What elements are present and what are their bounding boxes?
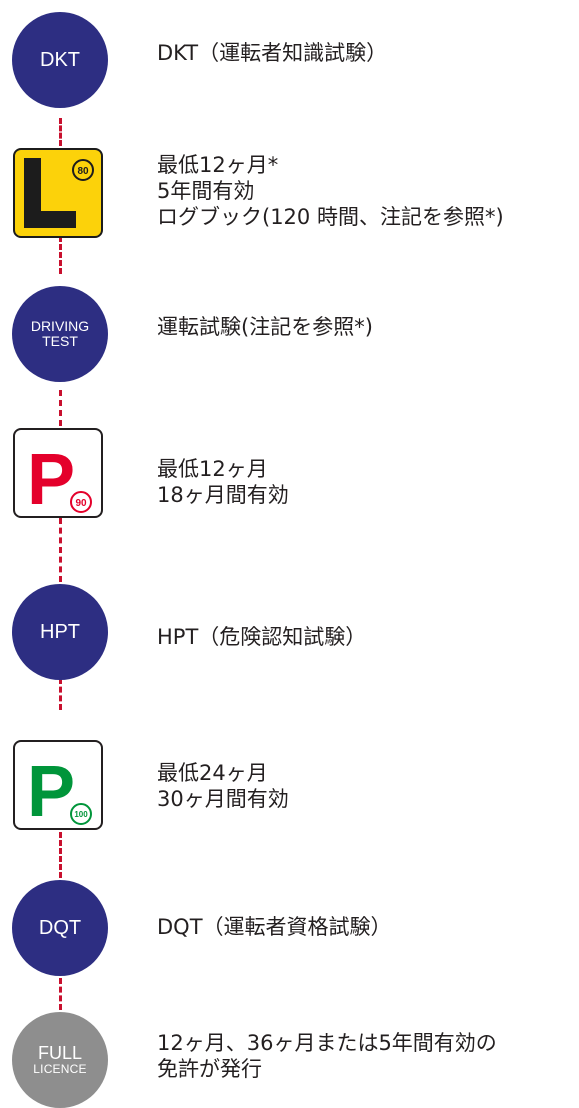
red-p-line-1: 最低12ヶ月: [157, 457, 268, 481]
red-p-plate: P 90: [13, 428, 103, 518]
connector-5: [59, 678, 62, 710]
driving-test-badge-line-2: TEST: [42, 333, 78, 349]
l-speed-circle: [72, 159, 94, 181]
l-letter-base: [24, 211, 76, 228]
hpt-badge-label: HPT: [40, 620, 80, 643]
dqt-badge: DQT: [12, 880, 108, 976]
driving-test-badge-line-1: DRIVING: [30, 318, 90, 335]
green-p-speed-circle: [70, 803, 92, 825]
red-p-description: 最低12ヶ月 18ヶ月間有効: [157, 456, 289, 508]
l-plate-line-1: 最低12ヶ月*: [157, 153, 279, 177]
l-plate-line-2: 5年間有効: [157, 179, 255, 203]
red-p-letter: P: [27, 440, 75, 516]
l-plate-graphic: 80: [24, 158, 94, 228]
l-plate-line-3: ログブック(120 時間、注記を参照*): [157, 205, 504, 229]
full-licence-badge-line-2: LICENCE: [33, 1062, 87, 1077]
connector-7: [59, 978, 62, 1010]
dqt-description: DQT（運転者資格試験）: [157, 914, 392, 940]
red-p-speed-label: 90: [75, 498, 87, 509]
red-p-plate-graphic: P 90: [27, 440, 92, 516]
connector-6: [59, 832, 62, 878]
green-p-speed-label: 100: [74, 810, 88, 819]
full-licence-line-2: 免許が発行: [157, 1057, 262, 1081]
green-p-plate-graphic: P 100: [27, 752, 92, 828]
l-letter-stem: [24, 158, 41, 228]
connector-4: [59, 518, 62, 582]
green-p-line-1: 最低24ヶ月: [157, 761, 268, 785]
green-p-description: 最低24ヶ月 30ヶ月間有効: [157, 760, 289, 812]
green-p-plate: P 100: [13, 740, 103, 830]
full-licence-description: 12ヶ月、36ヶ月または5年間有効の 免許が発行: [157, 1030, 497, 1082]
red-p-line-2: 18ヶ月間有効: [157, 483, 289, 507]
driving-test-description: 運転試験(注記を参照*): [157, 314, 373, 340]
connector-1: [59, 118, 62, 146]
l-plate-description: 最低12ヶ月* 5年間有効 ログブック(120 時間、注記を参照*): [157, 152, 504, 230]
connector-3: [59, 390, 62, 426]
driving-test-badge: DRIVING TEST: [12, 286, 108, 382]
l-plate: 80: [13, 148, 103, 238]
dqt-description-line: DQT（運転者資格試験）: [157, 915, 392, 939]
hpt-description: HPT（危険認知試験）: [157, 624, 366, 650]
dkt-badge: DKT: [12, 12, 108, 108]
dqt-badge-label: DQT: [38, 916, 82, 939]
l-speed-label: 80: [77, 166, 89, 177]
full-licence-line-1: 12ヶ月、36ヶ月または5年間有効の: [157, 1031, 497, 1055]
full-licence-badge: FULL LICENCE: [12, 1012, 108, 1108]
hpt-badge: HPT: [12, 584, 108, 680]
dkt-description: DKT（運転者知識試験）: [157, 40, 387, 66]
dkt-badge-label: DKT: [40, 48, 80, 71]
green-p-letter: P: [27, 752, 75, 828]
red-p-speed-circle: [70, 491, 92, 513]
full-licence-badge-line-1: FULL: [37, 1043, 82, 1064]
green-p-line-2: 30ヶ月間有効: [157, 787, 289, 811]
hpt-description-line: HPT（危険認知試験）: [157, 625, 367, 649]
dkt-description-line: DKT（運転者知識試験）: [157, 41, 388, 65]
connector-2: [59, 236, 62, 274]
driving-test-line: 運転試験(注記を参照*): [157, 315, 373, 339]
